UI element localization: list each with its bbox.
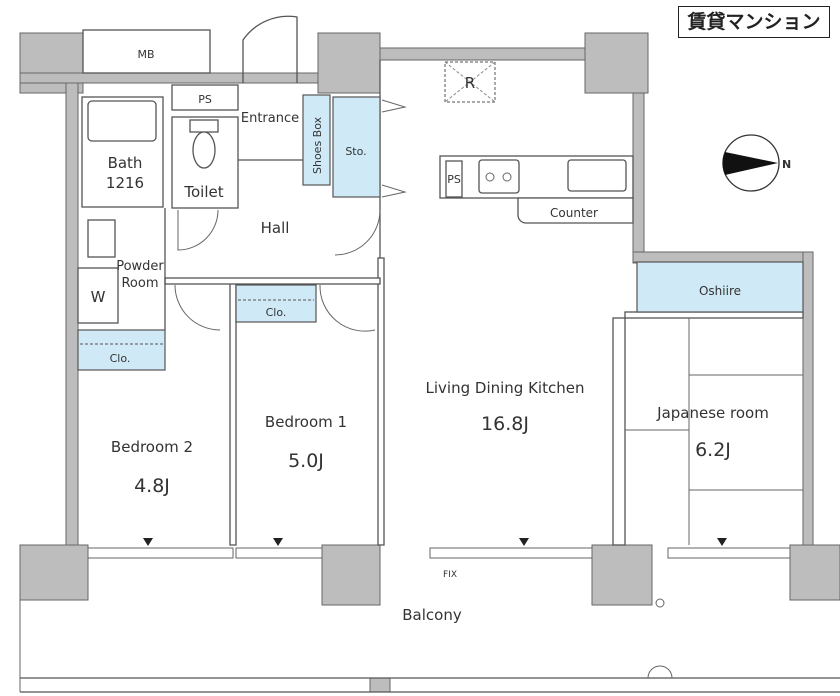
walls	[19, 32, 840, 693]
bath-size: 1216	[106, 174, 144, 192]
powder-room-label-2: Room	[121, 276, 158, 291]
bath-label: Bath	[108, 154, 143, 172]
closet-bedroom2-label: Clo.	[110, 352, 131, 365]
refrigerator-label: R	[465, 74, 475, 92]
oshiire-label: Oshiire	[699, 284, 741, 298]
interior-walls	[164, 60, 804, 546]
bedroom2-size: 4.8J	[134, 475, 170, 497]
bedroom1-size: 5.0J	[288, 450, 324, 472]
japanese-room-size: 6.2J	[695, 439, 731, 461]
closet-bedroom2	[77, 329, 166, 371]
washer-label: W	[91, 288, 106, 306]
shoes-box	[302, 94, 331, 186]
ps-label: PS	[198, 93, 212, 106]
entrance-door[interactable]	[242, 15, 298, 83]
windows	[87, 538, 791, 559]
tatami-lines	[625, 318, 803, 545]
bedroom2-label: Bedroom 2	[111, 438, 193, 456]
closet-bedroom1-label: Clo.	[266, 306, 287, 319]
sink	[567, 159, 627, 192]
compass: N	[722, 134, 791, 192]
bedroom1-label: Bedroom 1	[265, 413, 347, 431]
fix-window-label: FIX	[443, 570, 457, 580]
oshiire	[636, 261, 804, 313]
north-label: N	[782, 158, 791, 171]
refrigerator-space	[444, 61, 496, 103]
ldk-label: Living Dining Kitchen	[426, 379, 585, 397]
shoes-box-label: Shoes Box	[311, 116, 324, 174]
toilet-label: Toilet	[183, 183, 223, 201]
powder-room-label-1: Powder	[116, 259, 164, 274]
entrance-label: Entrance	[241, 111, 299, 126]
hall-label: Hall	[261, 219, 290, 237]
ldk-size: 16.8J	[481, 413, 529, 435]
stove	[478, 159, 520, 194]
counter-label: Counter	[550, 206, 598, 220]
storage-label: Sto.	[345, 145, 366, 158]
meter-box	[82, 29, 211, 74]
closet-bedroom1	[235, 284, 317, 323]
balcony-label: Balcony	[402, 606, 462, 624]
japanese-room-label: Japanese room	[656, 404, 769, 422]
mb-label: MB	[137, 48, 154, 61]
kitchen-ps-label: PS	[447, 173, 461, 186]
washer-space	[77, 267, 119, 324]
storage	[332, 96, 381, 198]
balcony-railing	[19, 598, 840, 693]
rental-apartment-badge: 賃貸マンション	[678, 6, 830, 38]
